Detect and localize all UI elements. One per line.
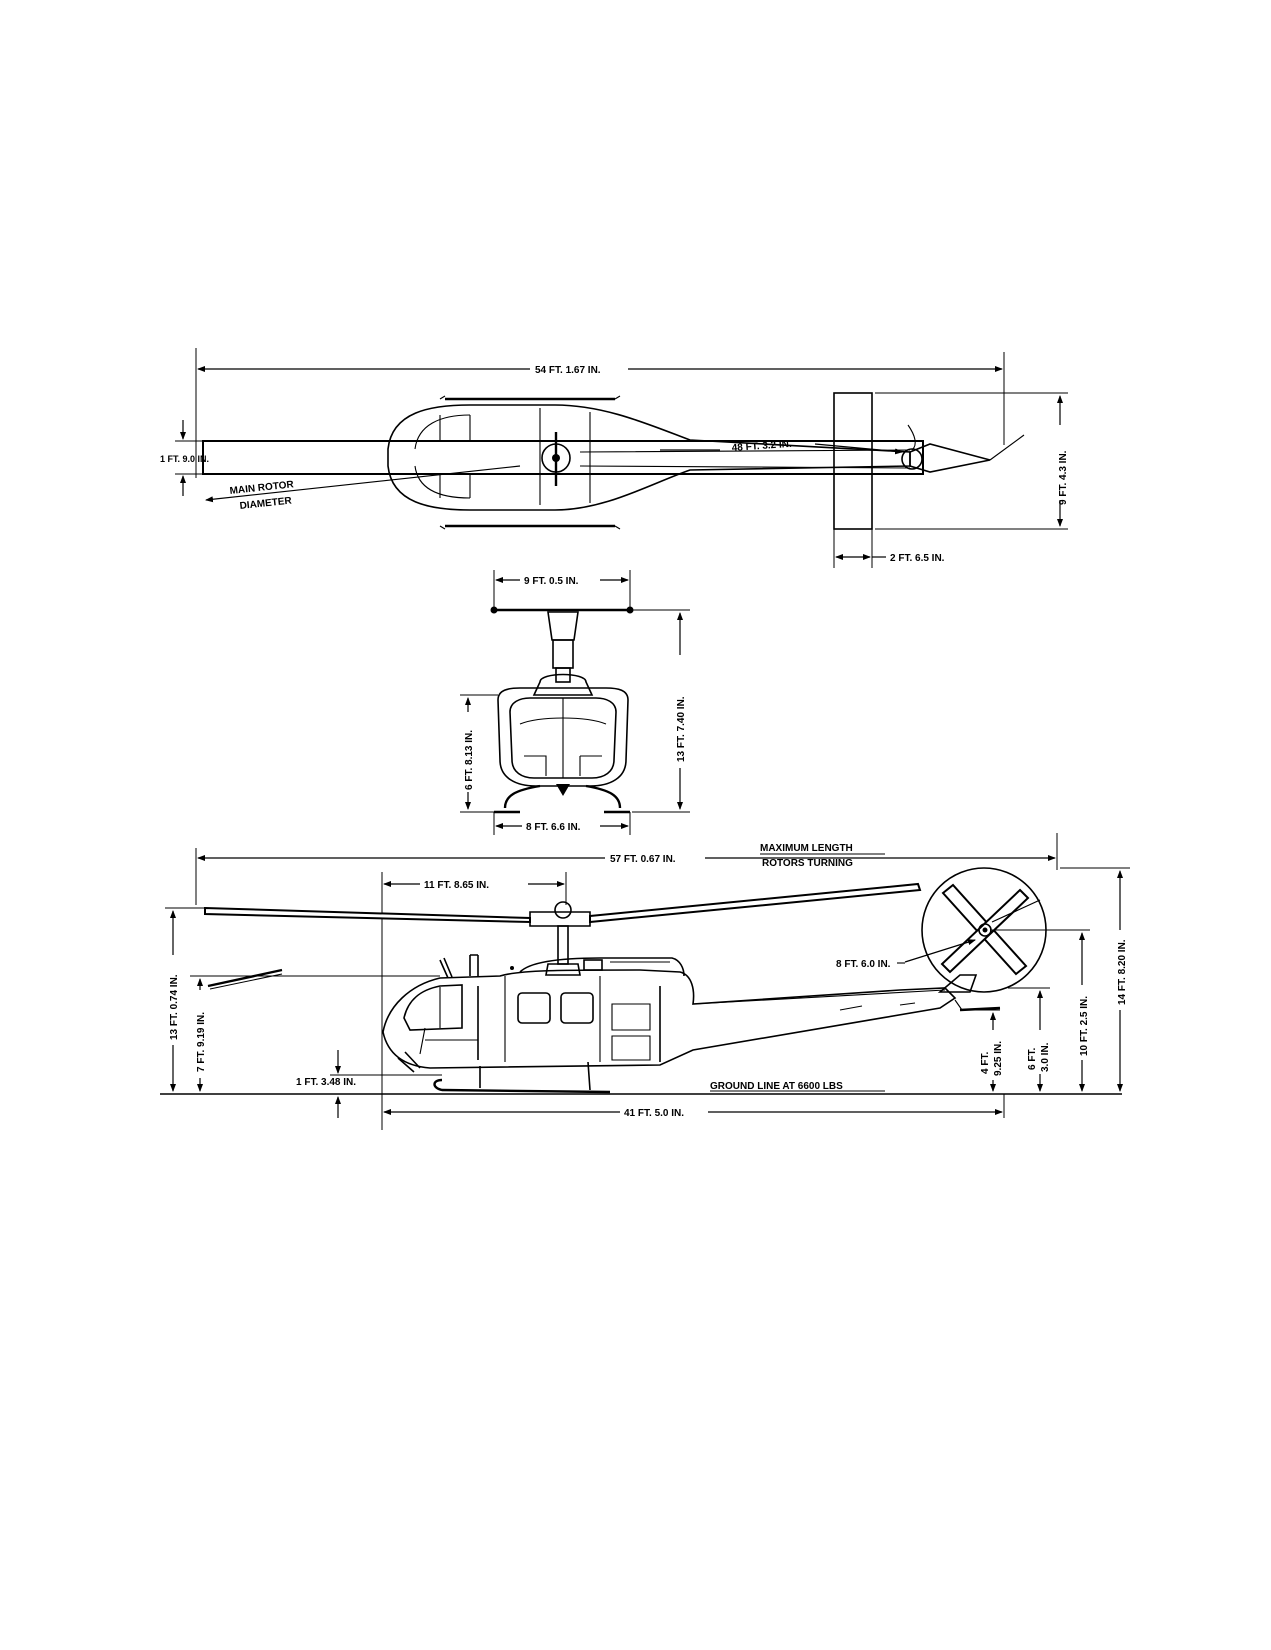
top-view: 54 FT. 1.67 IN. 1 FT. 9.0 IN. MA	[160, 348, 1069, 568]
top-overall-length-label: 54 FT. 1.67 IN.	[535, 365, 601, 376]
fuselage-length-label: 41 FT. 5.0 IN.	[624, 1108, 684, 1119]
top-fuselage	[387, 404, 911, 511]
cabin-window-1	[517, 992, 551, 1024]
tail-skid-height-line2: 9.25 IN.	[993, 1041, 1004, 1076]
tail-rotor-diameter-label: 8 FT. 6.0 IN.	[836, 959, 891, 970]
side-landing-skid	[433, 1078, 611, 1094]
max-length-note-line2: ROTORS TURNING	[762, 858, 853, 869]
stabilizer-span-label: 9 FT. 4.3 IN.	[1058, 450, 1069, 505]
front-cabin	[497, 687, 629, 787]
max-length-label: 57 FT. 0.67 IN.	[610, 854, 676, 865]
front-skid-width-label: 8 FT. 6.6 IN.	[526, 822, 581, 833]
tail-rotor-distance-label: 48 FT. 3.2 IN.	[731, 439, 792, 454]
tail-rotor-hub-height-label: 10 FT. 2.5 IN.	[1079, 996, 1090, 1056]
ground-clearance-label: 1 FT. 3.48 IN.	[296, 1077, 356, 1088]
front-overall-height-label: 13 FT. 7.40 IN.	[676, 696, 687, 762]
front-skid-gear	[503, 784, 622, 809]
main-rotor-label-line2: DIAMETER	[239, 496, 293, 512]
front-view: 9 FT. 0.5 IN. 6 FT. 8.13 IN. 13 FT. 7.4	[460, 570, 690, 835]
tail-boom-height-line2: 3.0 IN.	[1040, 1042, 1051, 1072]
rotor-height-label: 13 FT. 0.74 IN.	[169, 974, 180, 1040]
tail-skid-height-line1: 4 FT.	[980, 1052, 991, 1074]
side-overall-height-label: 14 FT. 8.20 IN.	[1117, 939, 1128, 1005]
side-fuselage	[382, 969, 957, 1069]
horizontal-stabilizer	[833, 392, 873, 530]
mast-to-nose-label: 11 FT. 8.65 IN.	[424, 880, 489, 891]
side-view: 57 FT. 0.67 IN. MAXIMUM LENGTH ROTORS TU…	[160, 833, 1130, 1130]
cabin-roof-height-label: 7 FT. 9.19 IN.	[196, 1012, 207, 1072]
front-cabin-height-label: 6 FT. 8.13 IN.	[464, 730, 475, 790]
side-main-rotor-blade-aft	[589, 882, 922, 924]
stabilizer-bar-label: 9 FT. 0.5 IN.	[524, 576, 579, 587]
top-tail-rotor-hub	[901, 448, 923, 470]
side-main-rotor-blade-fwd	[204, 906, 531, 924]
max-length-note-line1: MAXIMUM LENGTH	[760, 843, 853, 854]
side-rotor-hub	[529, 911, 591, 927]
cabin-window-2	[560, 992, 594, 1024]
front-rotor-hub	[547, 611, 579, 641]
ground-line-label: GROUND LINE AT 6600 LBS	[710, 1081, 843, 1092]
tail-boom-height-line1: 6 FT.	[1027, 1048, 1038, 1070]
blade-width-label: 1 FT. 9.0 IN.	[160, 454, 209, 464]
stabilizer-chord-label: 2 FT. 6.5 IN.	[890, 553, 945, 564]
